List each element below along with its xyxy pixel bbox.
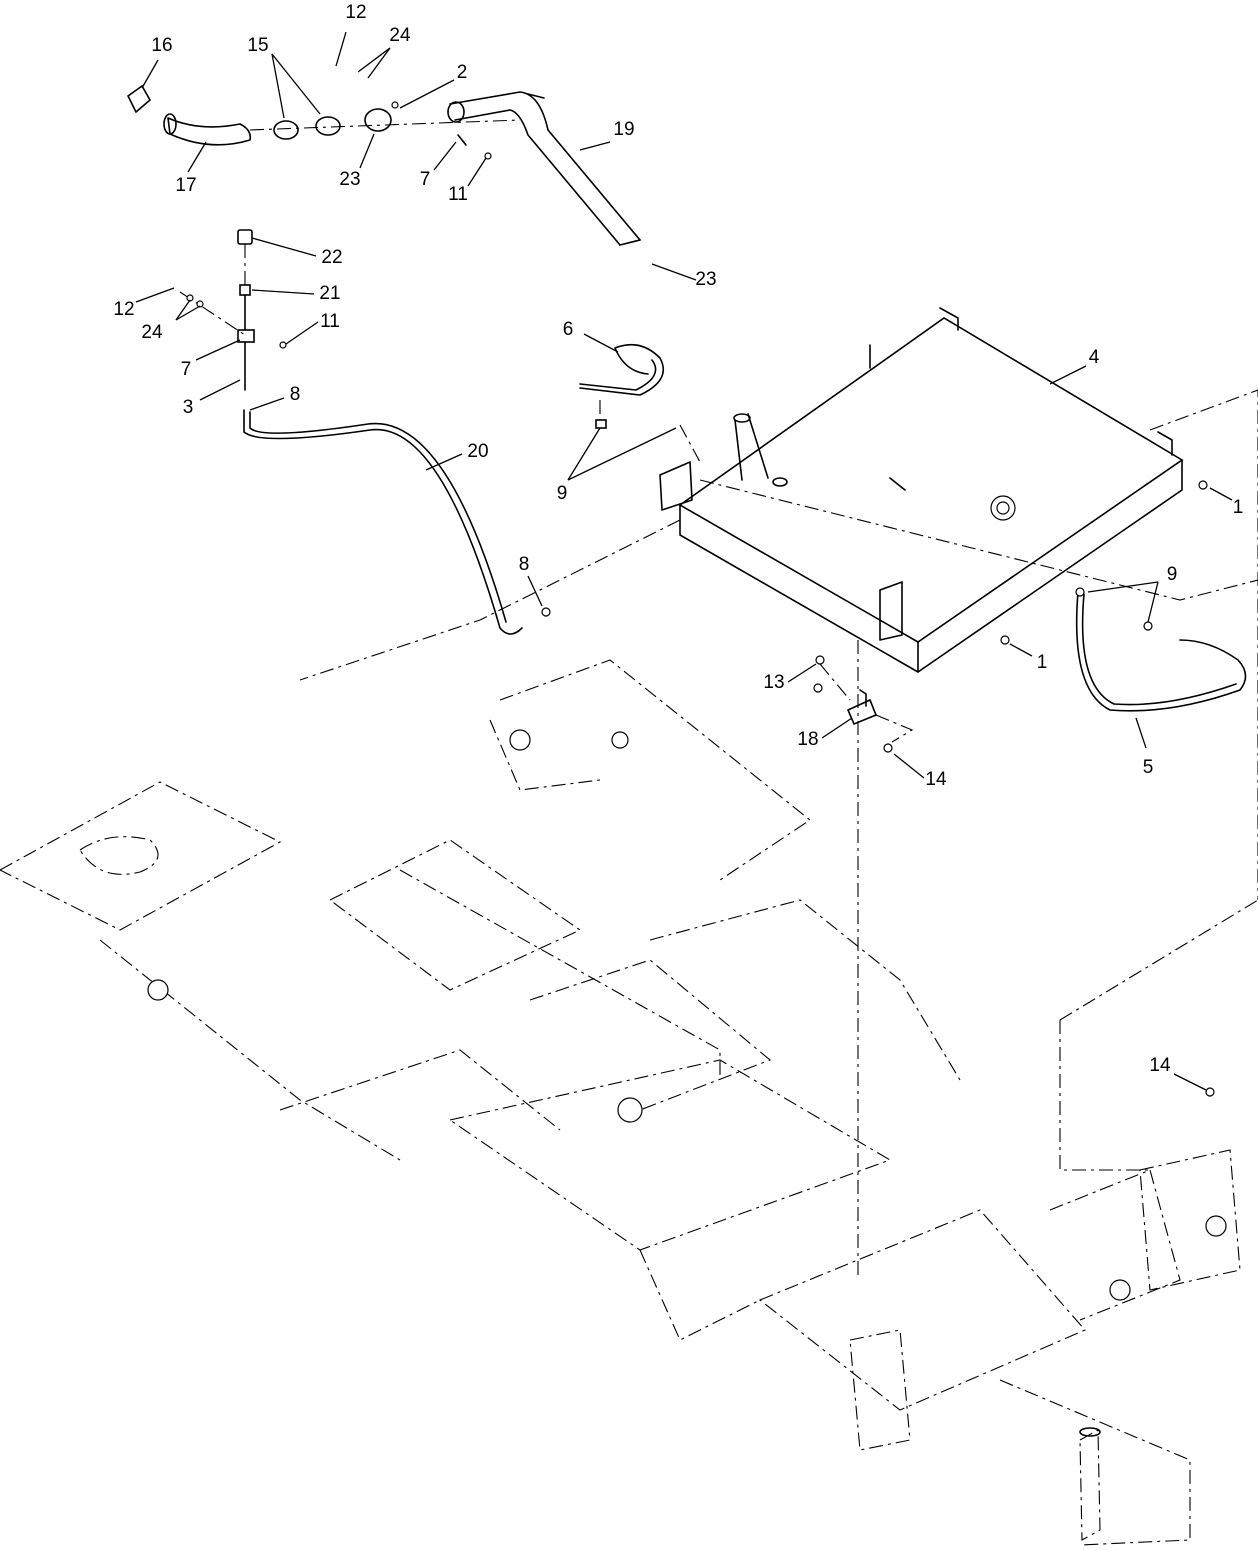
callout-13: 13 xyxy=(763,672,784,693)
filler-neck-hose xyxy=(447,91,641,246)
callout-14b: 14 xyxy=(1149,1055,1171,1076)
callout-19: 19 xyxy=(613,119,634,140)
callout-12b: 12 xyxy=(113,299,134,320)
callout-9b: 9 xyxy=(1167,564,1178,585)
vent-hose xyxy=(579,343,701,463)
callout-2: 2 xyxy=(457,62,468,83)
callout-12a: 12 xyxy=(345,2,366,23)
callout-11b: 11 xyxy=(320,311,340,332)
fill-cap-assembly xyxy=(126,84,521,160)
callout-20: 20 xyxy=(467,441,488,462)
callout-8b: 8 xyxy=(519,554,530,575)
callout-21: 21 xyxy=(319,283,340,304)
leader-lines xyxy=(135,31,1233,1091)
callout-15: 15 xyxy=(247,35,268,56)
callout-16: 16 xyxy=(151,35,172,56)
callout-9a: 9 xyxy=(557,483,568,504)
fuel-line-assembly xyxy=(179,229,551,635)
callout-labels: 1 1 2 3 4 5 6 7 7 8 8 9 9 11 11 12 12 13… xyxy=(113,2,1243,1076)
return-hose xyxy=(1000,480,1247,712)
callout-4: 4 xyxy=(1089,347,1100,368)
callout-7b: 7 xyxy=(420,169,431,190)
fuel-tank xyxy=(659,307,1184,673)
callout-7a: 7 xyxy=(181,359,192,380)
callout-5: 5 xyxy=(1143,757,1154,778)
callout-1b: 1 xyxy=(1037,652,1048,673)
chassis-frame xyxy=(0,389,1258,1546)
callout-14a: 14 xyxy=(925,769,947,790)
callout-24a: 24 xyxy=(389,25,411,46)
callout-3: 3 xyxy=(183,397,194,418)
callout-8a: 8 xyxy=(290,384,301,405)
callout-11a: 11 xyxy=(448,184,468,205)
callout-24b: 24 xyxy=(141,322,163,343)
callout-23b: 23 xyxy=(695,269,716,290)
callout-1a: 1 xyxy=(1233,497,1244,518)
callout-6: 6 xyxy=(563,319,574,340)
callout-23a: 23 xyxy=(339,169,360,190)
callout-17: 17 xyxy=(175,175,196,196)
callout-18: 18 xyxy=(797,729,818,750)
mounting-bracket xyxy=(815,655,914,753)
callout-22: 22 xyxy=(321,247,342,268)
